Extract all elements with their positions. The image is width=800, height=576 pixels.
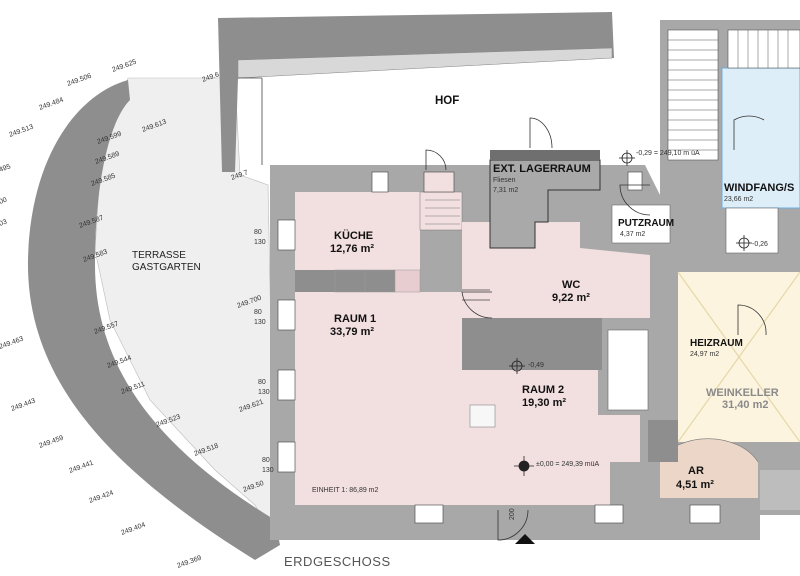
heiz-area: 24,97 m2 <box>690 351 719 358</box>
unit-label: EINHEIT 1: 86,89 m2 <box>312 487 379 494</box>
terrace-area <box>94 77 276 541</box>
level-marker-raum2 <box>509 358 525 374</box>
svg-text:249.369: 249.369 <box>176 555 202 570</box>
terrace-label-2: GASTGARTEN <box>132 262 201 273</box>
raum2-name: RAUM 2 <box>522 384 564 396</box>
terrace-label-1: TERRASSE <box>132 250 186 261</box>
svg-text:249.424: 249.424 <box>88 490 114 505</box>
putz-name: PUTZRAUM <box>618 218 674 229</box>
svg-text:249.484: 249.484 <box>38 97 64 112</box>
terrace-curved-wall <box>27 80 281 560</box>
room-kueche <box>295 192 420 270</box>
room-lager <box>489 159 601 249</box>
stair-entry <box>419 191 463 231</box>
raum2-left-corridor <box>462 370 497 505</box>
room-raum2 <box>495 370 640 505</box>
courtyard-wall <box>218 12 614 172</box>
level-marker-lager <box>619 150 635 166</box>
svg-text:249.404: 249.404 <box>120 522 146 537</box>
svg-text:249.506: 249.506 <box>66 73 92 88</box>
level-marker-zero <box>514 456 534 476</box>
svg-text:495: 495 <box>0 163 12 174</box>
window-dim-2-top: 80 <box>254 309 262 316</box>
level-zero: ±0,00 = 249,39 müA <box>536 461 600 468</box>
wein-area: 31,40 m2 <box>722 399 768 411</box>
ar-area: 4,51 m² <box>676 479 714 491</box>
kueche-area: 12,76 m² <box>330 243 374 255</box>
stair-upper <box>667 29 719 161</box>
svg-text:249.441: 249.441 <box>68 460 94 475</box>
window-dim-1-bottom: 130 <box>254 239 266 246</box>
stair-upper-2 <box>727 29 800 69</box>
raum1-area: 33,79 m² <box>330 326 374 338</box>
room-raum1 <box>295 220 462 505</box>
windfang-name: WINDFANG/S <box>724 182 794 194</box>
floor-name: ERDGESCHOSS <box>284 554 391 569</box>
svg-text:249.625: 249.625 <box>111 59 137 74</box>
lager-sub: Fliesen <box>493 177 516 184</box>
level-raum2: -0,49 <box>528 362 544 369</box>
level-lager: -0,29 = 249,10 m üA <box>636 150 700 157</box>
level-windfang: -0,26 <box>752 241 768 248</box>
svg-text:249.463: 249.463 <box>0 336 25 351</box>
room-ar <box>660 462 758 498</box>
level-marker-windfang <box>736 235 752 251</box>
window-dim-1-top: 80 <box>254 229 262 236</box>
svg-text:249.459: 249.459 <box>38 435 64 450</box>
svg-text:249.513: 249.513 <box>8 124 34 139</box>
entrance-arrow <box>515 534 535 544</box>
window-dim-3-bottom: 130 <box>258 389 270 396</box>
kueche-name: KÜCHE <box>334 229 373 242</box>
lager-name: EXT. LAGERRAUM <box>493 163 591 175</box>
window-dim-4-top: 80 <box>262 457 270 464</box>
window-dim-4-bottom: 130 <box>262 467 274 474</box>
windfang-room <box>721 67 800 209</box>
heiz-name: HEIZRAUM <box>690 338 743 349</box>
hof-label: HOF <box>435 95 459 107</box>
stair-treads <box>668 39 718 151</box>
heiz-diagonal-2 <box>677 271 800 443</box>
window-dim-3-top: 80 <box>258 379 266 386</box>
door-dim: 200 <box>509 508 516 520</box>
windfang-area: 23,66 m2 <box>724 196 753 203</box>
window-dim-2-bottom: 130 <box>254 319 266 326</box>
wc-name: WC <box>562 279 580 291</box>
lager-area: 7,31 m2 <box>493 187 518 194</box>
facade-windows <box>277 219 296 473</box>
courtyard-wall-inner <box>237 47 613 79</box>
room-putz <box>611 204 671 244</box>
raum2-area: 19,30 m² <box>522 397 566 409</box>
svg-text:249.443: 249.443 <box>10 398 36 413</box>
wc-area: 9,22 m² <box>552 292 590 304</box>
raum1-name: RAUM 1 <box>334 313 376 325</box>
ar-name: AR <box>688 465 704 477</box>
svg-text:00: 00 <box>0 197 8 206</box>
wein-name: WEINKELLER <box>706 387 779 399</box>
putz-area: 4,37 m2 <box>620 231 645 238</box>
door-swings <box>425 115 767 541</box>
svg-text:03: 03 <box>0 219 8 228</box>
